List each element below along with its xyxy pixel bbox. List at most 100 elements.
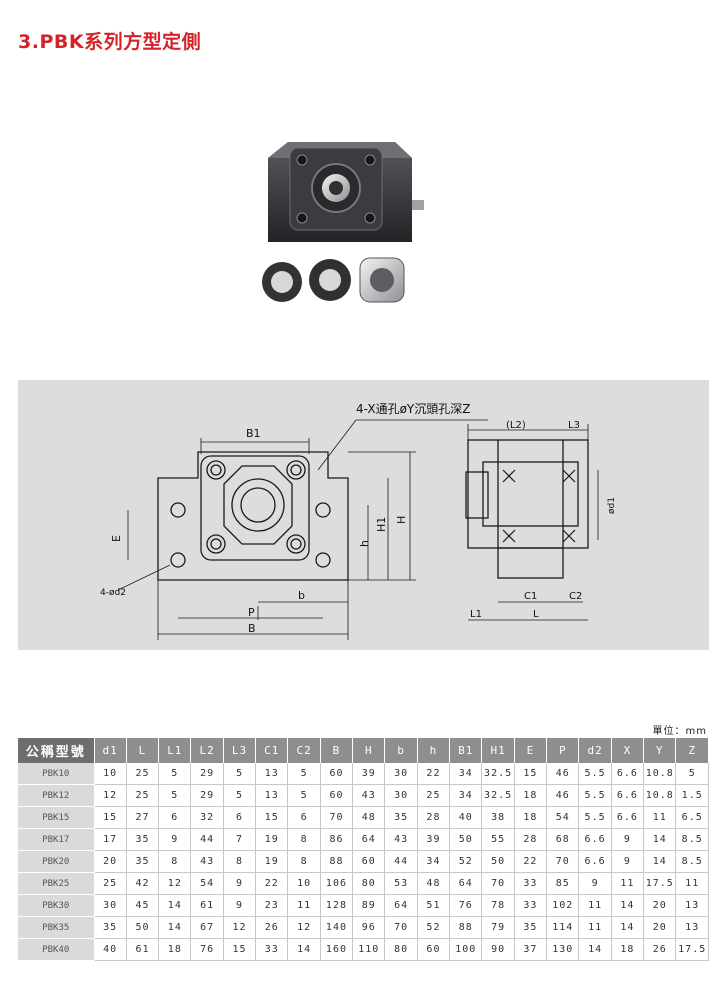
value-cell: 13 — [255, 784, 289, 807]
value-cell: 18 — [514, 806, 548, 829]
value-cell: 11 — [611, 872, 645, 895]
value-cell: 38 — [481, 806, 515, 829]
value-cell: 110 — [352, 938, 386, 961]
value-cell: 46 — [546, 763, 580, 785]
value-cell: 13 — [675, 894, 709, 917]
value-cell: 40 — [94, 938, 127, 961]
label-h: h — [358, 540, 371, 547]
value-cell: 160 — [320, 938, 354, 961]
value-cell: 68 — [546, 828, 580, 851]
value-cell: 13 — [255, 763, 289, 785]
value-cell: 6.6 — [578, 828, 612, 851]
value-cell: 28 — [514, 828, 548, 851]
value-cell: 64 — [384, 894, 418, 917]
column-header-h: H — [352, 738, 386, 763]
value-cell: 22 — [255, 872, 289, 895]
value-cell: 44 — [190, 828, 224, 851]
value-cell: 5 — [287, 763, 321, 785]
label-B1: B1 — [246, 427, 261, 440]
value-cell: 8.5 — [675, 850, 709, 873]
value-cell: 22 — [417, 763, 451, 785]
label-d2: 4-ød2 — [100, 588, 126, 598]
label-C2: C2 — [569, 591, 582, 602]
value-cell: 20 — [94, 850, 127, 873]
value-cell: 5.5 — [578, 806, 612, 829]
value-cell: 54 — [546, 806, 580, 829]
value-cell: 50 — [126, 916, 160, 939]
value-cell: 12 — [223, 916, 257, 939]
value-cell: 11 — [578, 894, 612, 917]
value-cell: 6 — [158, 806, 192, 829]
value-cell: 14 — [578, 938, 612, 961]
value-cell: 89 — [352, 894, 386, 917]
value-cell: 128 — [320, 894, 354, 917]
model-cell: PBK30 — [18, 894, 95, 917]
value-cell: 70 — [481, 872, 515, 895]
value-cell: 55 — [481, 828, 515, 851]
value-cell: 5.5 — [578, 784, 612, 807]
model-cell: PBK10 — [18, 763, 95, 785]
value-cell: 6.5 — [675, 806, 709, 829]
value-cell: 25 — [94, 872, 127, 895]
value-cell: 76 — [190, 938, 224, 961]
value-cell: 130 — [546, 938, 580, 961]
column-header-z: Z — [675, 738, 709, 763]
value-cell: 6.6 — [611, 763, 645, 785]
value-cell: 43 — [190, 850, 224, 873]
value-cell: 6 — [287, 806, 321, 829]
column-header-l: L — [126, 738, 160, 763]
value-cell: 14 — [287, 938, 321, 961]
value-cell: 34 — [449, 763, 483, 785]
model-cell: PBK17 — [18, 828, 95, 851]
value-cell: 5 — [287, 784, 321, 807]
column-header-d1: d1 — [94, 738, 127, 763]
value-cell: 102 — [546, 894, 580, 917]
model-cell: PBK35 — [18, 916, 95, 939]
value-cell: 19 — [255, 850, 289, 873]
value-cell: 14 — [611, 894, 645, 917]
value-cell: 8 — [223, 850, 257, 873]
label-L1: L1 — [470, 609, 482, 620]
value-cell: 78 — [481, 894, 515, 917]
value-cell: 61 — [190, 894, 224, 917]
value-cell: 15 — [223, 938, 257, 961]
value-cell: 5 — [223, 763, 257, 785]
value-cell: 43 — [352, 784, 386, 807]
value-cell: 50 — [481, 850, 515, 873]
value-cell: 64 — [352, 828, 386, 851]
value-cell: 6.6 — [611, 784, 645, 807]
value-cell: 33 — [255, 938, 289, 961]
value-cell: 8 — [158, 850, 192, 873]
value-cell: 26 — [255, 916, 289, 939]
value-cell: 30 — [384, 763, 418, 785]
column-header-c2: C2 — [287, 738, 321, 763]
column-header-h1: H1 — [481, 738, 515, 763]
value-cell: 9 — [611, 850, 645, 873]
value-cell: 10.8 — [643, 784, 677, 807]
value-cell: 5 — [223, 784, 257, 807]
value-cell: 5 — [675, 763, 709, 785]
model-cell: PBK20 — [18, 850, 95, 873]
label-P: P — [248, 606, 255, 619]
label-d1: ød1 — [607, 497, 617, 514]
value-cell: 25 — [126, 763, 160, 785]
column-header-b: b — [384, 738, 418, 763]
value-cell: 33 — [514, 894, 548, 917]
value-cell: 5 — [158, 784, 192, 807]
value-cell: 86 — [320, 828, 354, 851]
value-cell: 5.5 — [578, 763, 612, 785]
value-cell: 61 — [126, 938, 160, 961]
value-cell: 12 — [158, 872, 192, 895]
value-cell: 30 — [384, 784, 418, 807]
value-cell: 6.6 — [578, 850, 612, 873]
value-cell: 6 — [223, 806, 257, 829]
label-C1: C1 — [524, 591, 537, 602]
value-cell: 35 — [126, 850, 160, 873]
value-cell: 8.5 — [675, 828, 709, 851]
value-cell: 43 — [384, 828, 418, 851]
value-cell: 19 — [255, 828, 289, 851]
value-cell: 5 — [158, 763, 192, 785]
